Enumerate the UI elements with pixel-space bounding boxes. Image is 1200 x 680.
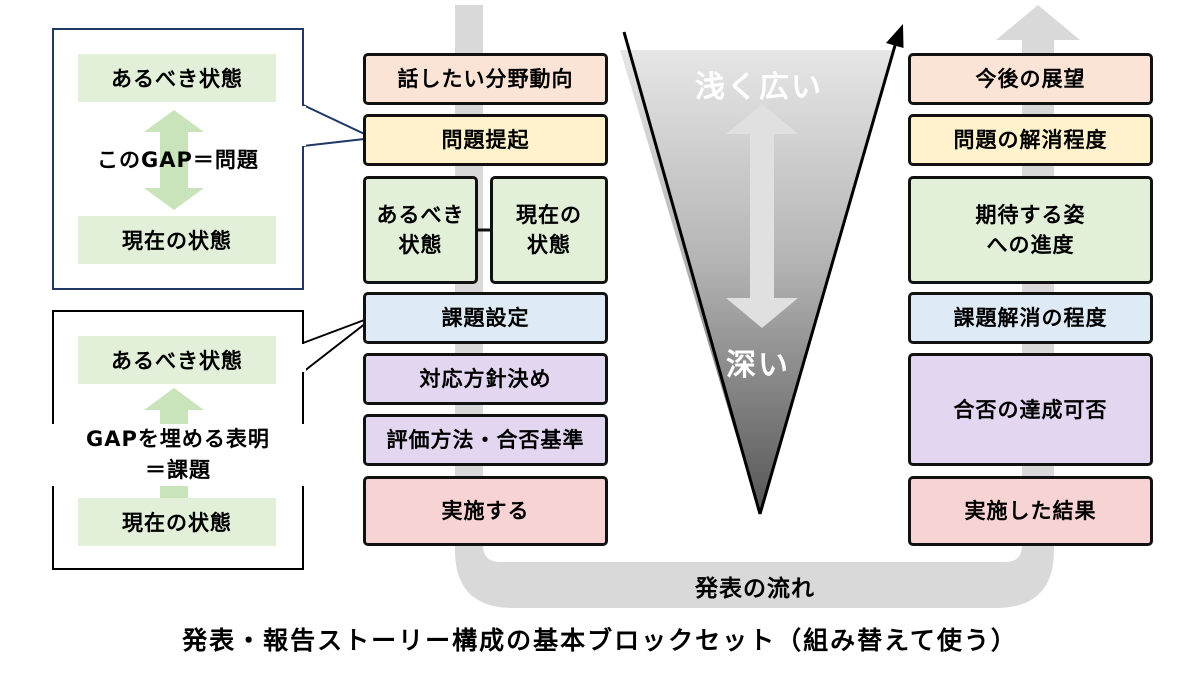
callout-issue-current: 現在の状態 [78, 498, 276, 546]
block-ideal-state: あるべき 状態 [363, 176, 478, 284]
block-problem-resolution: 問題の解消程度 [908, 114, 1153, 166]
depth-double-arrow [726, 104, 798, 328]
block-issue-resolution: 課題解消の程度 [908, 292, 1153, 344]
block-problem-statement: 問題提起 [363, 114, 608, 166]
block-evaluation: 評価方法・合否基準 [363, 414, 608, 466]
callout-problem-graphics [144, 110, 204, 210]
callout-issue-ideal: あるべき状態 [78, 336, 276, 384]
block-field-trend: 話したい分野動向 [363, 53, 608, 105]
block-result: 実施した結果 [908, 476, 1153, 546]
callout-problem-gap-text: このGAP＝問題 [97, 148, 259, 172]
flow-label: 発表の流れ [695, 576, 815, 602]
callout-problem-current: 現在の状態 [78, 216, 276, 264]
block-outlook: 今後の展望 [908, 53, 1153, 105]
block-policy: 対応方針決め [363, 353, 608, 405]
callout-issue-gap-text: GAPを埋める表明 ＝課題 [52, 424, 304, 486]
block-current-state: 現在の 状態 [490, 176, 608, 284]
v-arrowhead [886, 24, 904, 48]
block-execute: 実施する [363, 476, 608, 546]
v-line-left [622, 31, 762, 515]
wedge-shallow-label: 浅く広い [695, 70, 823, 105]
block-pass-fail: 合否の達成可否 [908, 353, 1153, 466]
diagram-caption: 発表・報告ストーリー構成の基本ブロックセット（組み替えて使う） [182, 626, 1018, 655]
v-line-right [758, 41, 898, 515]
wedge-deep-label: 深い [726, 348, 790, 383]
callout-problem-ideal: あるべき状態 [78, 54, 276, 102]
callout-problem-joint [300, 106, 306, 146]
callout-problem-double-arrow [144, 110, 204, 210]
block-progress: 期待する姿 への進度 [908, 176, 1153, 284]
callout-issue-joint [300, 344, 306, 372]
block-issue-setting: 課題設定 [363, 292, 608, 344]
